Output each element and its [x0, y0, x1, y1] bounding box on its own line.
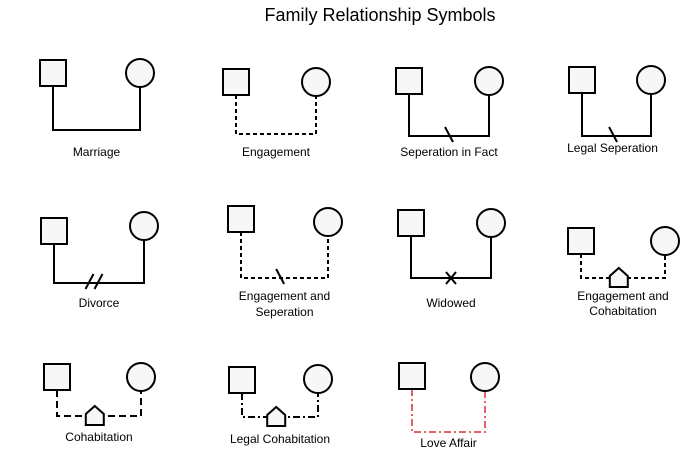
symbol-marriage: Marriage: [39, 58, 155, 159]
slash-icon: [444, 126, 454, 143]
relationship-line: [235, 95, 317, 135]
symbol-divorce: Divorce: [40, 211, 159, 310]
male-square-icon: [228, 366, 256, 394]
symbol-label: Divorce: [79, 296, 120, 310]
symbol-cohabitation: Cohabitation: [43, 362, 156, 444]
symbol-label: Seperation: [255, 305, 313, 319]
relationship-line: [411, 389, 486, 433]
male-square-icon: [568, 66, 596, 94]
female-circle-icon: [476, 208, 506, 238]
relationship-line: [52, 86, 141, 131]
male-square-icon: [43, 363, 71, 391]
symbol-label: Engagement and: [239, 289, 330, 303]
house-icon: [266, 405, 287, 427]
male-square-icon: [40, 217, 68, 245]
relationship-line: [408, 94, 490, 137]
symbol-label: Seperation in Fact: [400, 145, 498, 159]
symbol-label: Legal Cohabitation: [230, 432, 330, 446]
female-circle-icon: [301, 67, 331, 97]
female-circle-icon: [474, 66, 504, 96]
symbol-legal-cohabitation: Legal Cohabitation: [228, 364, 333, 446]
symbol-engagement: Engagement: [222, 67, 331, 159]
symbol-label: Engagement and: [577, 289, 668, 303]
slash-icon: [93, 273, 104, 290]
slash-icon: [608, 126, 618, 143]
female-circle-icon: [470, 362, 500, 392]
relationship-line: [581, 93, 652, 137]
male-square-icon: [227, 205, 255, 233]
female-circle-icon: [129, 211, 159, 241]
slash-icon: [275, 268, 286, 285]
symbol-label: Engagement: [242, 145, 311, 159]
female-circle-icon: [126, 362, 156, 392]
diagram-title: Family Relationship Symbols: [264, 5, 496, 25]
symbol-love-affair: Love Affair: [398, 362, 500, 450]
relationship-line: [53, 240, 145, 284]
male-square-icon: [397, 209, 425, 237]
symbol-label: Cohabitation: [65, 430, 132, 444]
female-circle-icon: [303, 364, 333, 394]
relationship-line: [240, 232, 329, 279]
female-circle-icon: [650, 226, 680, 256]
symbol-label: Marriage: [73, 145, 121, 159]
male-square-icon: [567, 227, 595, 255]
male-square-icon: [395, 67, 423, 95]
female-circle-icon: [313, 207, 343, 237]
symbol-label: Love Affair: [420, 436, 476, 450]
symbol-legal-seperation: Legal Seperation: [567, 65, 666, 155]
symbol-label: Widowed: [426, 296, 475, 310]
cross-icon: [445, 271, 457, 285]
symbol-seperation-in-fact: Seperation in Fact: [395, 66, 504, 159]
female-circle-icon: [636, 65, 666, 95]
house-icon: [608, 266, 629, 288]
female-circle-icon: [125, 58, 155, 88]
symbol-widowed: Widowed: [397, 208, 506, 310]
male-square-icon: [398, 362, 426, 390]
symbol-label: Cohabitation: [589, 304, 656, 318]
slash-icon: [84, 273, 95, 290]
relationship-line: [410, 236, 492, 279]
house-icon: [84, 404, 105, 426]
male-square-icon: [39, 59, 67, 87]
symbol-label: Legal Seperation: [567, 141, 658, 155]
male-square-icon: [222, 68, 250, 96]
